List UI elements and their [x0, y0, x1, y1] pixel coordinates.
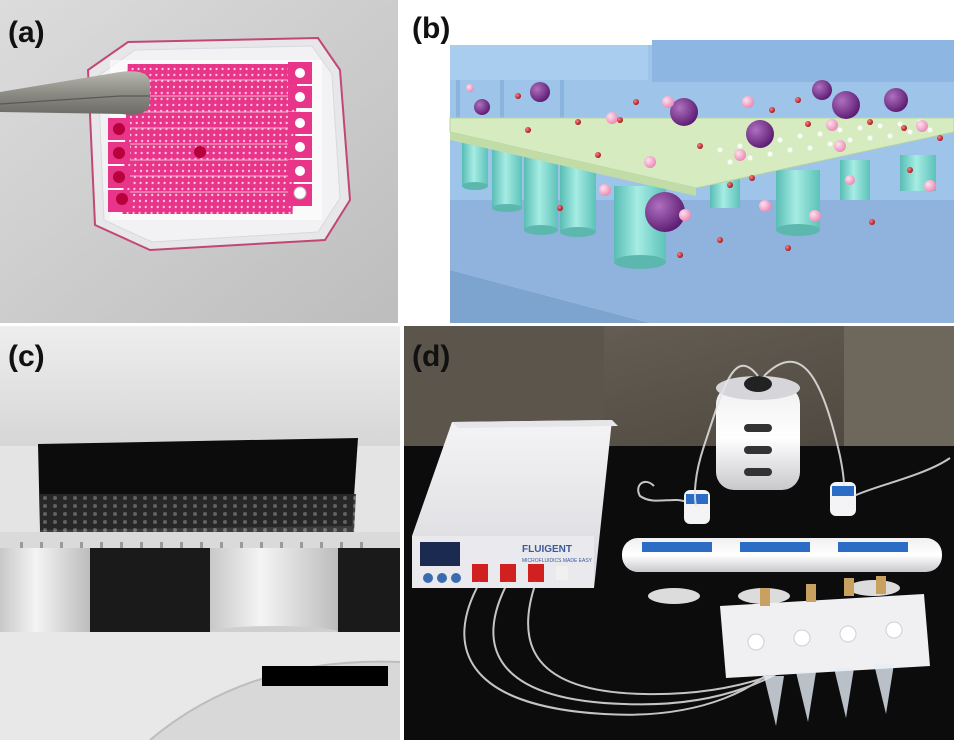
chip-photo-illustration [0, 0, 398, 323]
pressure-outlet-3[interactable] [528, 564, 544, 582]
scale-bar [262, 666, 388, 686]
manifold-block [720, 594, 930, 678]
pressure-outlet-4[interactable] [556, 566, 568, 580]
panel-d-label: (d) [412, 340, 451, 373]
panel-c-sem-image [0, 326, 400, 740]
reservoir-cylinder [716, 386, 800, 490]
sem-illustration [0, 326, 400, 740]
panel-b-label: (b) [412, 12, 451, 45]
panel-a-label: (a) [8, 16, 45, 49]
setup-illustration: FLUIGENT MICROFLUIDICS MADE EASY [404, 326, 954, 740]
schematic-illustration [449, 40, 954, 323]
panel-d-setup-photo: FLUIGENT MICROFLUIDICS MADE EASY [404, 326, 954, 740]
panel-b-3d-schematic [400, 0, 954, 323]
panel-a-chip-photo [0, 0, 398, 323]
controller-display [420, 542, 460, 566]
brand-logo: FLUIGENT [522, 544, 572, 555]
pressure-outlet-2[interactable] [500, 564, 516, 582]
pressure-outlet-1[interactable] [472, 564, 488, 582]
panel-c-label: (c) [8, 340, 45, 373]
brand-subtitle: MICROFLUIDICS MADE EASY [522, 558, 593, 564]
